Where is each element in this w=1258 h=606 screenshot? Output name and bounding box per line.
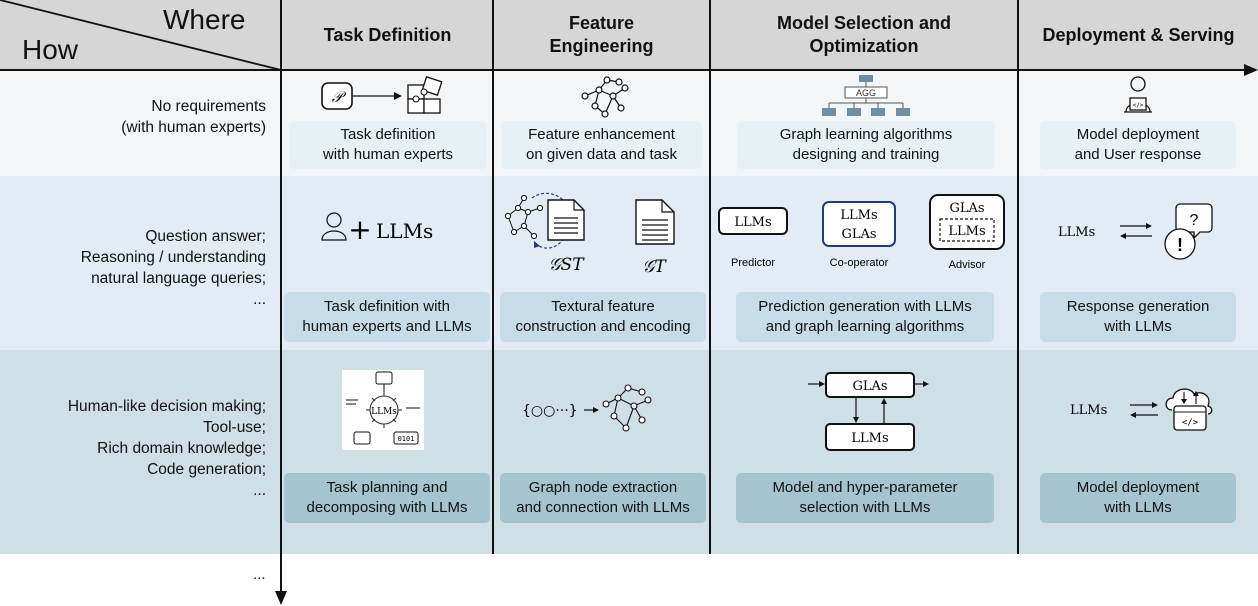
- agg-tree-icon: AGG: [822, 75, 910, 116]
- column-divider: [1017, 0, 1019, 554]
- svg-text:</>: </>: [1182, 418, 1199, 428]
- svg-text:LLMs: LLMs: [376, 219, 433, 243]
- svg-text:LLMs: LLMs: [851, 431, 888, 446]
- row-label-3: Human-like decision making;Tool-use; Ric…: [67, 398, 266, 499]
- graph-network-icon: [581, 76, 629, 118]
- svg-text:Advisor: Advisor: [949, 259, 986, 271]
- how-axis-arrowhead: [275, 591, 287, 605]
- corner-diagonal: [0, 0, 282, 71]
- developer-person-icon: </>: [1124, 76, 1152, 113]
- llm-roles-icon: LLMs Predictor LLMs GLAs Co-operator GLA…: [718, 194, 1005, 271]
- svg-text:LLMs: LLMs: [1058, 225, 1095, 240]
- svg-text:{○○···}: {○○···}: [522, 403, 578, 419]
- column-header-task-definition: Task Definition: [323, 24, 452, 45]
- svg-text:AGG: AGG: [856, 88, 876, 98]
- svg-text:LLMs: LLMs: [840, 208, 877, 223]
- graph-to-document-icon: 𝒢ST: [504, 192, 585, 275]
- p-to-puzzle-icon: 𝒫: [321, 76, 443, 114]
- svg-text:LLMs: LLMs: [371, 407, 397, 417]
- svg-text:</>: </>: [1133, 102, 1144, 109]
- advisor-box-icon: GLAs LLMs Advisor: [929, 194, 1005, 271]
- document-icon: 𝒢T: [635, 199, 675, 277]
- header-band: [0, 0, 1258, 70]
- svg-text:+: +: [348, 213, 371, 246]
- llm-agent-gear-icon: LLMs 0101: [342, 370, 424, 450]
- how-label: How: [22, 34, 79, 65]
- svg-text:LLMs: LLMs: [734, 215, 771, 230]
- glas-llms-loop-icon: GLAs LLMs: [808, 372, 929, 451]
- svg-text:0101: 0101: [398, 435, 415, 443]
- column-divider: [709, 0, 711, 554]
- question-exclaim-bubbles-icon: LLMs ? !: [1058, 203, 1213, 260]
- where-axis-arrowhead: [1244, 64, 1258, 76]
- svg-text:Co-operator: Co-operator: [830, 257, 889, 269]
- row-label-2: Question answer;Reasoning / understandin…: [80, 228, 266, 308]
- llm-predictor-box-icon: LLMs Predictor: [718, 207, 788, 269]
- cooperator-box-icon: LLMs GLAs Co-operator: [822, 201, 896, 269]
- column-header-deployment: Deployment & Serving: [1042, 24, 1235, 45]
- column-divider: [492, 0, 494, 554]
- svg-text:Predictor: Predictor: [731, 257, 775, 269]
- row-label-1: No requirements(with human experts): [121, 98, 266, 136]
- svg-text:GLAs: GLAs: [949, 201, 984, 216]
- svg-text:𝒢T: 𝒢T: [642, 257, 667, 277]
- svg-text:!: !: [1177, 235, 1183, 255]
- person-plus-llms-icon: + LLMs: [321, 212, 433, 246]
- cloud-code-icon: LLMs </>: [1070, 388, 1213, 431]
- svg-text:LLMs: LLMs: [1070, 403, 1107, 418]
- svg-text:LLMs: LLMs: [948, 224, 985, 239]
- more-rows-ellipsis: ...: [253, 566, 266, 583]
- svg-text:?: ?: [1190, 212, 1199, 229]
- braces-to-graph-icon: {○○···}: [522, 384, 652, 432]
- svg-text:GLAs: GLAs: [841, 227, 876, 242]
- svg-text:𝒢ST: 𝒢ST: [548, 255, 585, 275]
- where-label: Where: [163, 4, 246, 35]
- svg-text:GLAs: GLAs: [852, 379, 887, 394]
